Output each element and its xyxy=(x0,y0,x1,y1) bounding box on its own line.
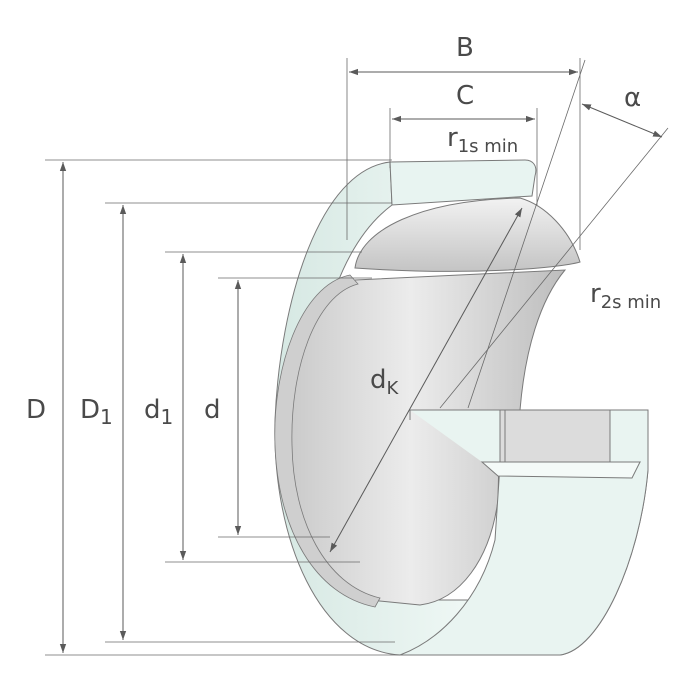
inner-ring-edge xyxy=(274,274,381,608)
label-dk: dK xyxy=(370,365,400,399)
inner-ring-section xyxy=(499,409,611,466)
label-D: D xyxy=(26,395,46,425)
label-B: B xyxy=(456,33,474,63)
outer-ring-section-lip xyxy=(480,461,641,479)
label-alpha: α xyxy=(624,83,641,113)
label-r1s-min: r1s min xyxy=(447,123,518,157)
label-D1: D1 xyxy=(80,395,113,429)
spherical-surface xyxy=(354,197,581,272)
dimension-labels: B C α r1s min r2s min dK D D1 d1 d xyxy=(26,33,661,429)
label-r2s-min: r2s min xyxy=(590,279,661,313)
label-C: C xyxy=(456,81,474,111)
bearing-body xyxy=(274,159,649,656)
dimension-lines xyxy=(45,58,669,656)
label-d: d xyxy=(204,395,221,425)
outer-ring-top xyxy=(389,159,537,206)
label-d1: d1 xyxy=(144,395,173,429)
